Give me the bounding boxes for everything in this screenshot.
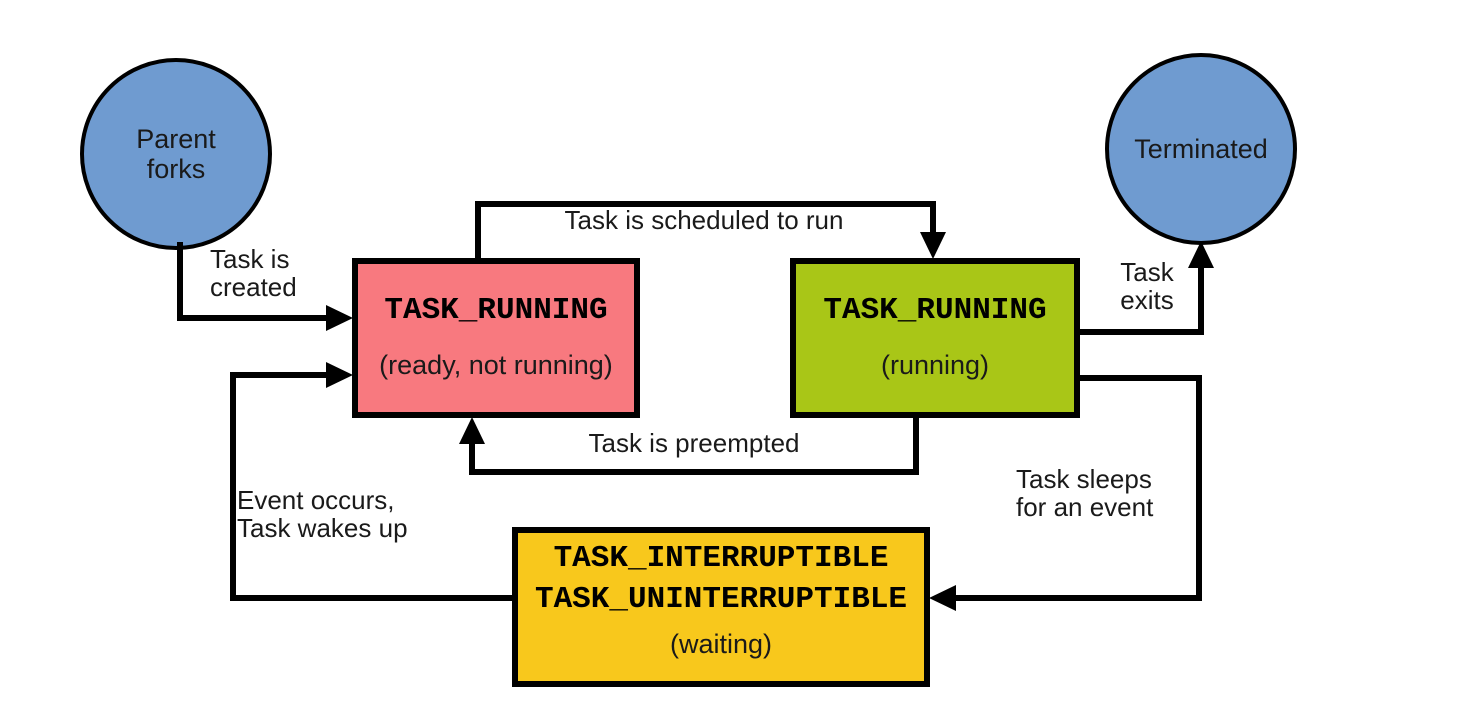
state-title-task-running-ready: TASK_RUNNING <box>384 293 608 328</box>
edge-scheduled-segment-up <box>475 201 481 261</box>
edge-label-task-created-line2: created <box>210 272 297 302</box>
edge-task-sleeps-segment-out <box>1077 375 1202 381</box>
state-title-task-running: TASK_RUNNING <box>823 293 1047 328</box>
edge-label-task-exits: Task exits <box>1103 258 1191 314</box>
node-parent-forks: Parent forks <box>80 58 272 250</box>
state-subtitle-waiting: (waiting) <box>669 629 773 659</box>
edge-wakes-segment-out <box>230 595 515 601</box>
state-box-task-running-ready: TASK_RUNNING (ready, not running) <box>352 258 640 418</box>
edge-task-exits-arrowhead-icon <box>1188 241 1214 268</box>
edge-label-task-sleeps: Task sleeps for an event <box>1016 465 1153 521</box>
edge-task-sleeps-arrowhead-icon <box>929 585 956 611</box>
state-box-task-running: TASK_RUNNING (running) <box>790 258 1080 418</box>
state-title-task-uninterruptible: TASK_UNINTERRUPTIBLE <box>534 582 908 617</box>
edge-label-task-sleeps-line2: for an event <box>1016 492 1154 522</box>
edge-task-created-segment-vertical <box>177 242 183 321</box>
edge-scheduled-segment-across <box>475 201 936 207</box>
edge-task-sleeps-segment-in <box>955 595 1202 601</box>
edge-preempted-segment-up <box>469 443 475 475</box>
edge-preempted-arrowhead-icon <box>459 417 485 444</box>
edge-scheduled-segment-down <box>930 201 936 234</box>
state-subtitle-ready: (ready, not running) <box>379 350 613 380</box>
node-parent-forks-label-line2: forks <box>146 154 206 184</box>
edge-task-exits-segment-up <box>1198 266 1204 335</box>
state-subtitle-running: (running) <box>880 350 990 380</box>
edge-label-task-created: Task is created <box>210 245 297 301</box>
edge-label-event-occurs-line2: Task wakes up <box>237 513 408 543</box>
edge-task-created-arrowhead-icon <box>326 305 353 331</box>
edge-label-task-created-line1: Task is <box>210 244 290 274</box>
node-terminated: Terminated <box>1105 53 1297 245</box>
edge-task-created-segment-horizontal <box>177 315 327 321</box>
edge-label-event-occurs-line1: Event occurs, <box>237 485 395 515</box>
edge-preempted-segment-down <box>913 415 919 475</box>
edge-label-preempted: Task is preempted <box>588 428 800 458</box>
edge-label-task-exits-line1: Task <box>1120 257 1174 287</box>
edge-label-scheduled: Task is scheduled to run <box>564 205 844 235</box>
node-terminated-label: Terminated <box>1134 134 1268 164</box>
state-title-task-interruptible: TASK_INTERRUPTIBLE <box>553 541 889 576</box>
edge-scheduled-arrowhead-icon <box>920 232 946 259</box>
edge-preempted-segment-across <box>469 469 919 475</box>
edge-wakes-segment-in <box>230 372 328 378</box>
edge-task-sleeps-segment-down <box>1196 375 1202 601</box>
edge-wakes-arrowhead-icon <box>326 362 353 388</box>
edge-label-event-occurs: Event occurs, Task wakes up <box>237 486 408 542</box>
edge-label-task-exits-line2: exits <box>1120 285 1174 315</box>
node-parent-forks-label-line1: Parent <box>136 124 216 154</box>
state-box-task-waiting: TASK_INTERRUPTIBLE TASK_UNINTERRUPTIBLE … <box>512 527 930 687</box>
edge-wakes-segment-up <box>230 372 236 601</box>
edge-label-task-sleeps-line1: Task sleeps <box>1016 464 1152 494</box>
edge-task-exits-segment-across <box>1077 329 1204 335</box>
